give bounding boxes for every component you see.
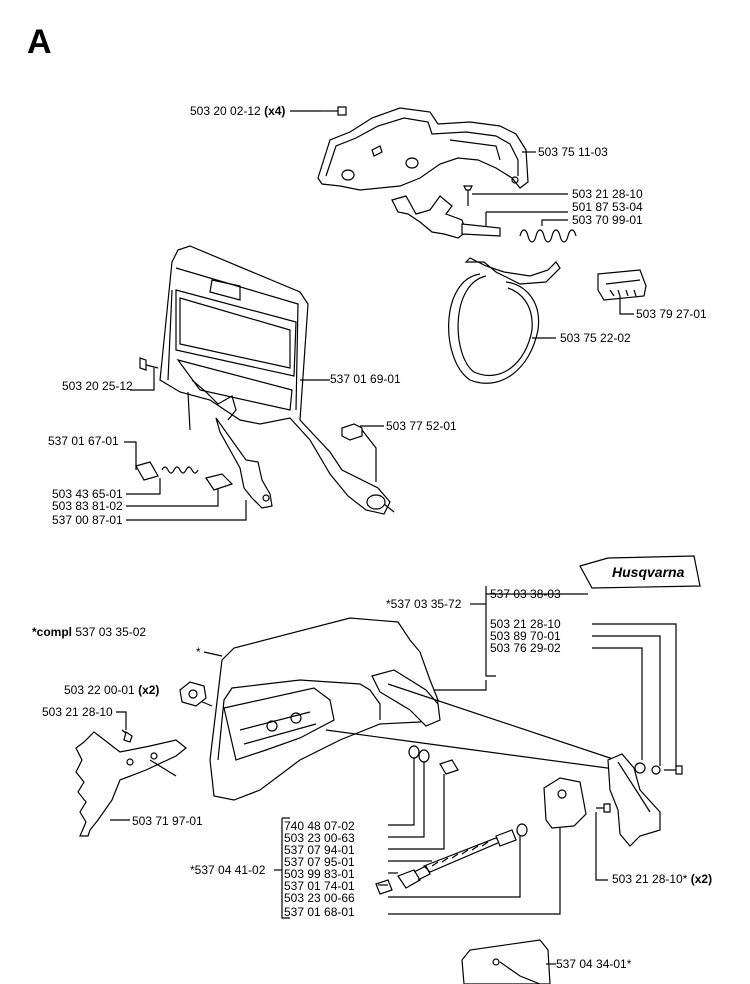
- nut-part: [179, 681, 207, 707]
- part-label: 537 01 69-01: [330, 372, 401, 386]
- part-label: 503 83 81-02: [52, 499, 123, 513]
- part-label: 503 75 22-02: [560, 331, 631, 345]
- part-label: 503 21 28-10: [490, 617, 561, 631]
- clutch-cover-part: [209, 617, 623, 801]
- part-label: 503 21 28-10: [572, 187, 643, 201]
- part-label: 503 89 70-01: [490, 629, 561, 643]
- felling-dog-part: [75, 729, 187, 837]
- part-label: 537 03 38-03: [490, 587, 561, 601]
- bottom-part: [461, 939, 556, 984]
- part-label: *compl 537 03 35-02: [32, 625, 147, 639]
- part-label: 537 07 94-01: [284, 843, 355, 857]
- part-label: 537 01 68-01: [284, 905, 355, 919]
- section-letter: A: [27, 23, 52, 61]
- part-label: 503 20 02-12 (x4): [190, 104, 286, 118]
- brake-lever-part: [391, 185, 568, 239]
- part-label: 537 04 34-01*: [556, 957, 632, 971]
- washer-part: [418, 749, 430, 763]
- part-label: 501 87 53-04: [572, 200, 643, 214]
- gear-part: [439, 759, 459, 775]
- part-label: 503 76 29-02: [490, 641, 561, 655]
- part-label: 503 21 28-10: [42, 705, 113, 719]
- part-label: 537 07 95-01: [284, 855, 355, 869]
- chain-tensioner-plate-part: [543, 777, 611, 829]
- part-label: 503 22 00-01 (x2): [64, 683, 160, 697]
- bracket-part: [135, 417, 273, 509]
- part-label: 503 71 97-01: [132, 814, 203, 828]
- tensioner-screw-part: [375, 823, 528, 895]
- part-label: 503 77 52-01: [386, 419, 457, 433]
- part-label: 503 75 11-03: [538, 145, 608, 159]
- spring-part: [519, 229, 577, 243]
- part-label: 503 70 99-01: [572, 213, 643, 227]
- decal-part: [579, 555, 701, 589]
- part-label: 503 21 28-10* (x2): [612, 872, 713, 886]
- part-label: 503 99 83-01: [284, 867, 355, 881]
- brake-band-part: [448, 257, 561, 384]
- part-label: 537 00 87-01: [52, 513, 123, 527]
- part-label: 503 23 00-66: [284, 891, 355, 905]
- part-label: *537 03 35-72: [386, 597, 462, 611]
- part-label: 503 20 25-12: [62, 379, 133, 393]
- washer-part: [408, 745, 420, 759]
- part-label: 740 48 07-02: [284, 819, 355, 833]
- part-label: *537 04 41-02: [190, 863, 266, 877]
- hand-guard-part: [139, 245, 395, 515]
- part-label: 537 01 67-01: [48, 434, 119, 448]
- part-label: 503 43 65-01: [52, 487, 123, 501]
- tensioner-cover-part: [607, 753, 683, 847]
- bushing-part: [341, 423, 384, 482]
- husqvarna-decal-text: Husqvarna: [612, 564, 685, 580]
- top-cover-part: [317, 107, 529, 191]
- part-label: 503 79 27-01: [636, 307, 707, 321]
- guide-plate-part: [597, 269, 647, 315]
- screw-top: [290, 106, 347, 116]
- part-label: *: [196, 645, 201, 659]
- part-label: 537 01 74-01: [284, 879, 355, 893]
- part-label: 503 23 00-63: [284, 831, 355, 845]
